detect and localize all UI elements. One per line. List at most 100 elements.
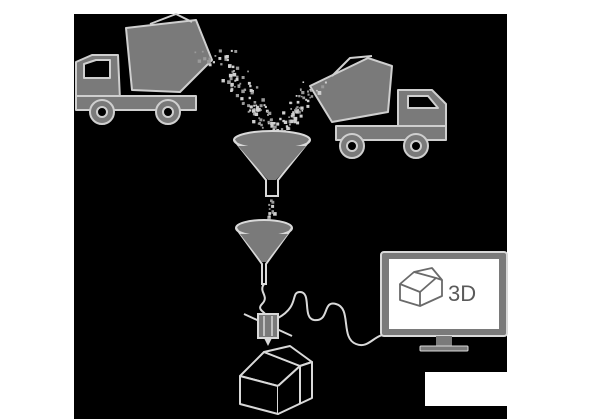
- particle: [252, 113, 256, 116]
- particle: [247, 81, 251, 85]
- particle: [286, 126, 290, 130]
- particle: [259, 104, 263, 108]
- particle: [289, 101, 292, 105]
- particle: [268, 111, 272, 115]
- particle: [282, 119, 285, 123]
- particle: [310, 95, 314, 98]
- particle: [280, 128, 284, 131]
- particle: [253, 108, 256, 110]
- particle: [228, 73, 233, 78]
- particle: [302, 81, 305, 83]
- particle: [256, 108, 260, 112]
- particle: [270, 118, 273, 121]
- particle: [240, 97, 244, 101]
- monitor-icon: 3D: [380, 251, 508, 352]
- particle: [290, 119, 294, 124]
- particle: [260, 123, 263, 127]
- particle: [253, 104, 256, 107]
- particle: [271, 204, 275, 208]
- particle: [283, 111, 286, 114]
- particle: [252, 109, 256, 113]
- particle: [239, 82, 242, 85]
- house-outline-icon: [399, 267, 443, 307]
- particle: [201, 50, 204, 53]
- particle: [230, 88, 234, 91]
- particle: [270, 121, 274, 125]
- particle: [241, 89, 245, 94]
- particle: [298, 95, 301, 98]
- particle: [292, 116, 295, 119]
- particle: [255, 86, 259, 89]
- particle: [218, 57, 222, 60]
- feed-tube: [259, 283, 267, 317]
- particle: [218, 49, 222, 53]
- particle: [259, 118, 263, 122]
- particle: [268, 208, 271, 210]
- particle: [296, 121, 300, 125]
- particle: [291, 113, 295, 117]
- particle: [230, 82, 234, 87]
- particle: [221, 79, 225, 83]
- particle: [252, 120, 256, 124]
- white-patch: [425, 372, 507, 406]
- particle: [295, 95, 298, 97]
- upper-funnel-icon: [233, 130, 311, 197]
- particle: [207, 60, 211, 64]
- particle: [302, 96, 306, 100]
- particle: [292, 111, 295, 114]
- lower-funnel-icon: [235, 219, 293, 285]
- right-dump-truck-icon: [309, 55, 447, 159]
- particle: [321, 85, 325, 89]
- particle: [242, 101, 245, 104]
- particle: [249, 109, 252, 112]
- particle: [272, 126, 275, 129]
- particle: [260, 109, 262, 111]
- particle: [316, 89, 318, 92]
- particle: [301, 95, 303, 98]
- particle: [254, 112, 259, 116]
- particle: [306, 99, 310, 103]
- particle: [270, 199, 273, 203]
- particle: [273, 125, 277, 129]
- particle: [309, 96, 311, 99]
- particle: [241, 76, 245, 79]
- cable-icon: [277, 290, 391, 347]
- particle: [306, 104, 310, 108]
- particle: [273, 212, 277, 216]
- particle: [299, 88, 302, 91]
- particle: [208, 63, 212, 67]
- falling-material: [194, 49, 327, 227]
- particle: [220, 63, 223, 66]
- particle: [226, 58, 229, 62]
- particle: [267, 120, 270, 124]
- particle: [276, 122, 280, 126]
- particle: [243, 88, 247, 91]
- particle: [271, 211, 274, 214]
- particle: [249, 85, 252, 88]
- particle: [237, 85, 241, 88]
- particle: [236, 75, 239, 79]
- particle: [295, 107, 297, 110]
- printed-house-icon: [239, 345, 313, 415]
- particle: [299, 114, 303, 118]
- particle: [273, 122, 276, 125]
- particle: [300, 106, 304, 110]
- particle: [194, 51, 197, 54]
- particle: [212, 61, 215, 64]
- print-nozzle-icon: [243, 313, 293, 346]
- particle: [309, 88, 311, 91]
- particle: [256, 105, 259, 109]
- particle: [307, 90, 310, 93]
- particle: [285, 125, 289, 128]
- particle: [248, 96, 251, 100]
- particle: [268, 203, 271, 206]
- particle: [214, 55, 217, 57]
- particle: [301, 110, 304, 112]
- particle: [197, 59, 202, 63]
- particle: [289, 123, 291, 126]
- particle: [258, 122, 261, 125]
- particle: [257, 122, 260, 125]
- particle: [290, 108, 292, 110]
- particle: [288, 116, 290, 118]
